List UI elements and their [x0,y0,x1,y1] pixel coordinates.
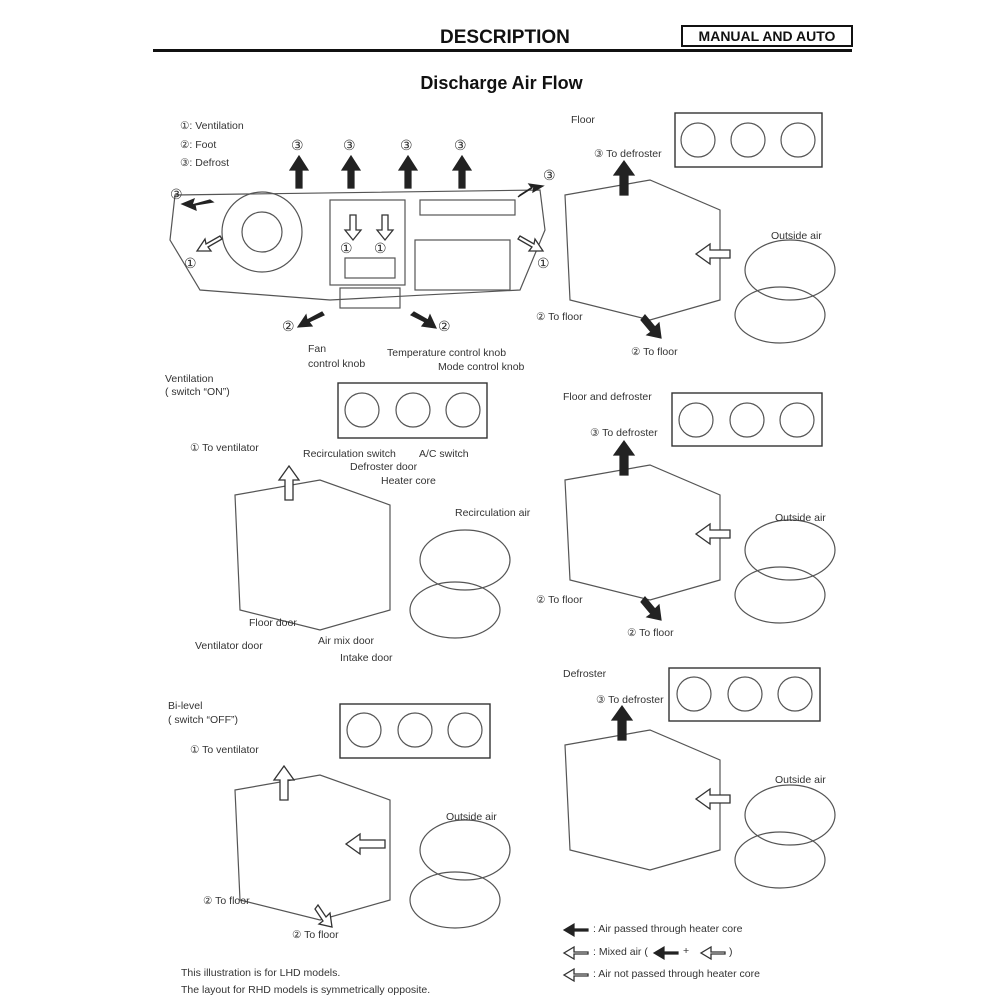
bilevel-to-floor-2: ② To floor [292,929,339,941]
mode-knob-label: Mode control knob [438,361,525,373]
legend-foot: ②: Foot [180,139,217,151]
dash-mark: ① [340,240,353,256]
legend-plus: + [683,945,690,957]
heater-core-label: Heater core [381,475,436,487]
legend-mixed-end: ) [729,946,733,958]
legend-ventilation: ①: Ventilation [180,120,244,132]
bilevel-switch-note: ( switch “OFF”) [168,714,238,726]
legend-hot-air: : Air passed through heater core [593,923,743,935]
footnote-line-2: The layout for RHD models is symmetrical… [181,984,431,996]
bilevel-title: Bi-level [168,700,203,712]
floor-defroster-title: Floor and defroster [563,391,652,403]
legend-cold-air: : Air not passed through heater core [593,968,760,980]
dash-mark: ① [537,255,550,271]
dash-mark: ③ [343,137,356,153]
dash-mark: ① [184,255,197,271]
hvac-units [234,179,836,929]
floor-to-floor-1: ② To floor [536,311,583,323]
recirculation-switch-label: Recirculation switch [303,448,396,460]
model-badge: MANUAL AND AUTO [681,25,853,47]
fd-outside-air: Outside air [775,512,826,524]
ac-switch-label: A/C switch [419,448,469,460]
defroster-title: Defroster [563,668,607,680]
bilevel-to-floor-1: ② To floor [203,895,250,907]
fd-to-floor-2: ② To floor [627,627,674,639]
section-title: DESCRIPTION [440,27,570,48]
dash-mark: ③ [543,167,556,183]
page-title: Discharge Air Flow [420,73,583,93]
temperature-knob-label: Temperature control knob [387,347,507,359]
dash-mark: ② [282,318,295,334]
floor-door-label: Floor door [249,617,297,629]
dashboard-illustration [169,189,546,309]
ventilation-switch-note: ( switch “ON”) [165,386,230,398]
footnote-line-1: This illustration is for LHD models. [181,967,341,979]
legend-mixed-air: : Mixed air ( [593,946,648,958]
dash-mark: ③ [400,137,413,153]
floor-to-floor-2: ② To floor [631,346,678,358]
arrow-legend-icons [562,922,726,983]
dash-arrows [180,154,545,329]
fan-knob-label-2: control knob [308,358,366,370]
intake-door-label: Intake door [340,652,393,664]
fd-to-floor-1: ② To floor [536,594,583,606]
dash-mark: ③ [454,137,467,153]
defroster-door-label: Defroster door [350,461,418,473]
ventilator-door-label: Ventilator door [195,640,263,652]
floor-outside-air: Outside air [771,230,822,242]
legend-defrost: ③: Defrost [180,157,230,169]
dash-mark: ③ [170,186,183,202]
bilevel-outside-air: Outside air [446,811,497,823]
dash-mark: ① [374,240,387,256]
bilevel-to-ventilator: ① To ventilator [190,744,259,756]
control-panels [337,112,823,759]
floor-to-defroster: ③ To defroster [594,148,662,160]
recirculation-air-label: Recirculation air [455,507,531,519]
to-ventilator-label: ① To ventilator [190,442,259,454]
dash-mark: ② [438,318,451,334]
floor-title: Floor [571,114,595,126]
fan-knob-label: Fan [308,343,327,355]
air-mix-door-label: Air mix door [318,635,375,647]
dash-mark: ③ [291,137,304,153]
defroster-to-defroster: ③ To defroster [596,694,664,706]
defroster-outside-air: Outside air [775,774,826,786]
flow-arrows [272,159,731,928]
ventilation-title: Ventilation [165,373,214,385]
fd-to-defroster: ③ To defroster [590,427,658,439]
header-rule [153,49,852,52]
